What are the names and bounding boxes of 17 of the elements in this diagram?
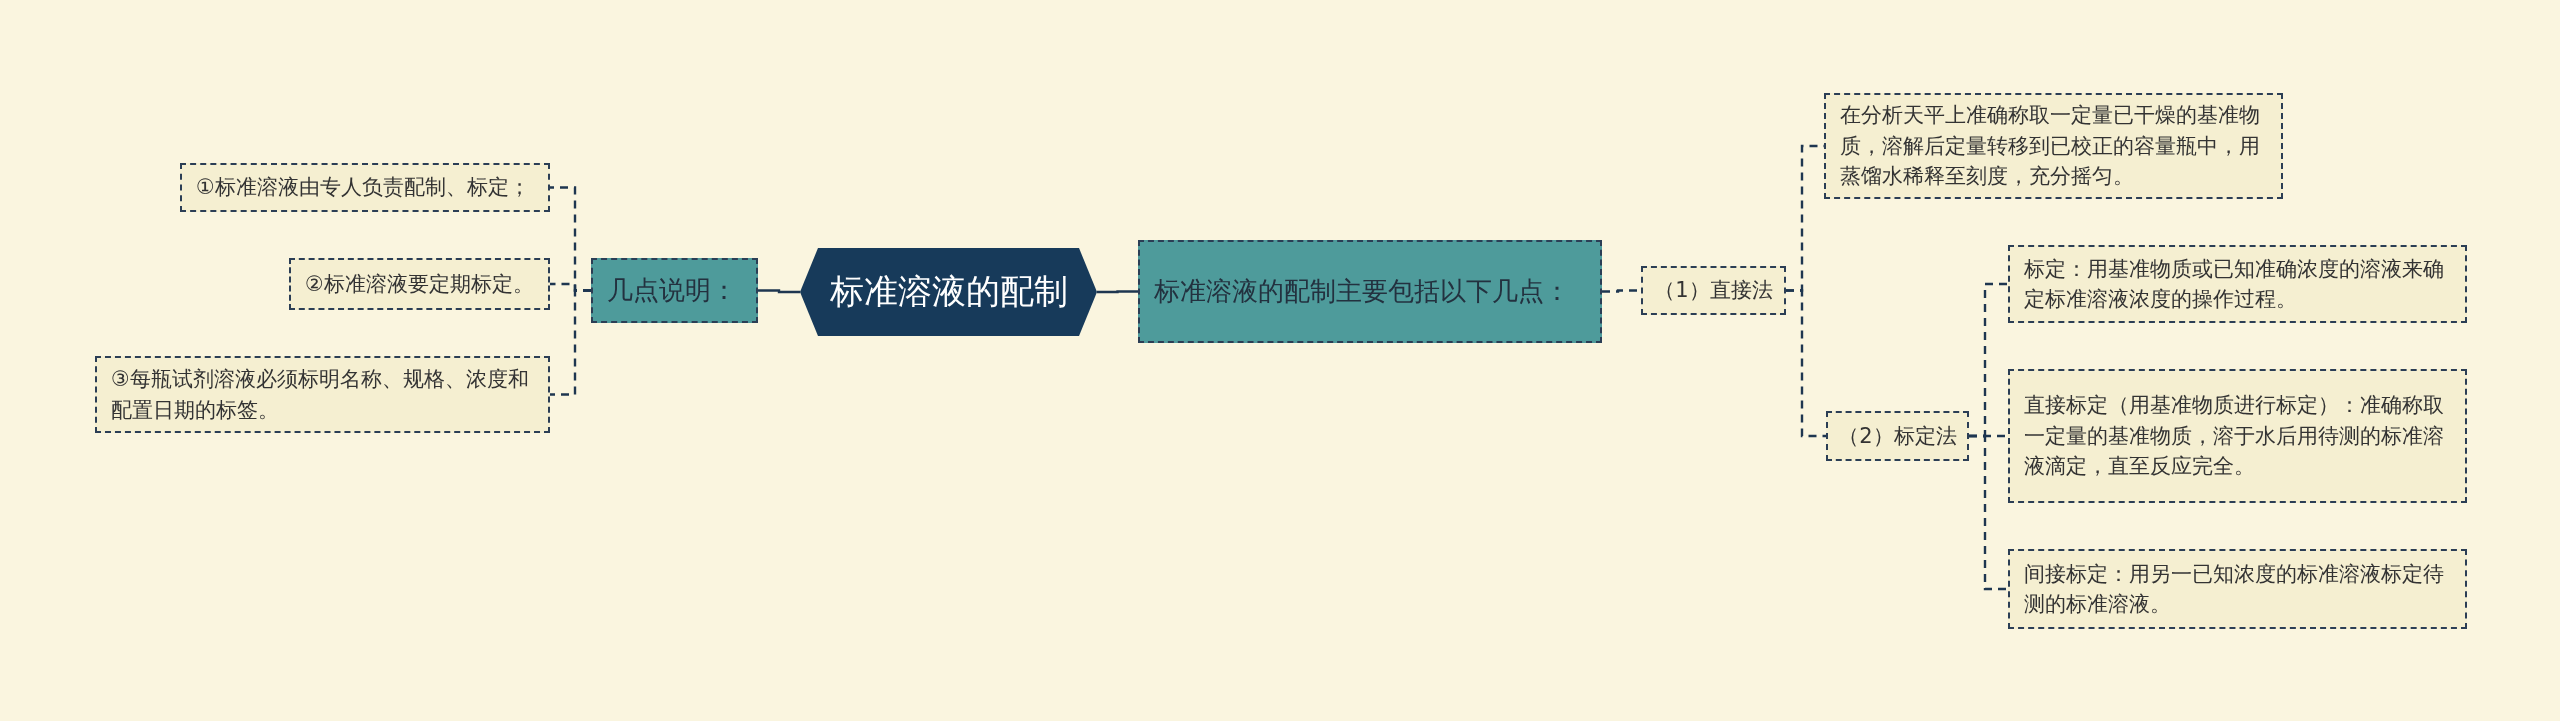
- note-box: ③每瓶试剂溶液必须标明名称、规格、浓度和配置日期的标签。: [95, 356, 550, 433]
- central-topic: 标准溶液的配制: [800, 248, 1097, 336]
- note-box: （1）直接法: [1641, 266, 1786, 315]
- connector-line: [1097, 290, 1138, 294]
- topic-box: 标准溶液的配制主要包括以下几点：: [1138, 240, 1602, 343]
- note-box: （2）标定法: [1826, 411, 1969, 461]
- connector-line: [1786, 289, 1826, 438]
- note-box: 在分析天平上准确称取一定量已干燥的基准物质，溶解后定量转移到已校正的容量瓶中，用蒸馏水稀释至刻度，充分摇匀。: [1824, 93, 2283, 199]
- note-box: 直接标定（用基准物质进行标定）：准确称取一定量的基准物质，溶于水后用待测的标准溶液滴定，直至反应完全。: [2008, 369, 2467, 503]
- connector-line: [550, 289, 591, 396]
- note-box: 间接标定：用另一已知浓度的标准溶液标定待测的标准溶液。: [2008, 549, 2467, 629]
- note-box: ①标准溶液由专人负责配制、标定；: [180, 163, 550, 212]
- topic-box: 几点说明：: [591, 258, 758, 323]
- connector-line: [1969, 434, 2008, 591]
- connector-line: [758, 289, 800, 294]
- note-box: ②标准溶液要定期标定。: [289, 258, 550, 310]
- note-box: 标定：用基准物质或已知准确浓度的溶液来确定标准溶液浓度的操作过程。: [2008, 245, 2467, 323]
